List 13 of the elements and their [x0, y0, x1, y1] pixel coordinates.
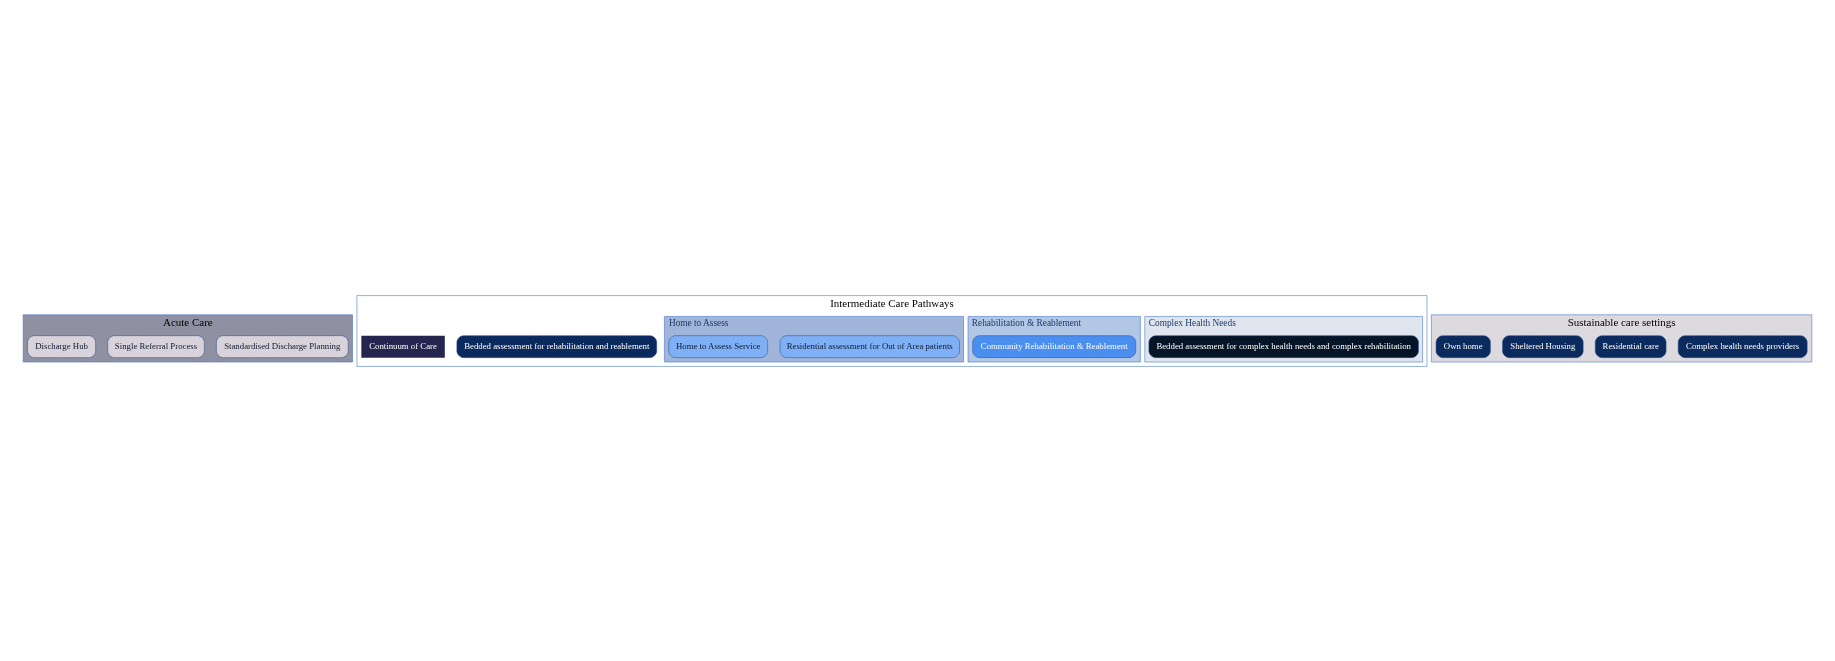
node-box: Sheltered Housing: [1502, 334, 1584, 358]
node-box: Own home: [1435, 334, 1491, 358]
node-box: Discharge Hub: [27, 334, 96, 358]
node-box: Residential assessment for Out of Area patients: [779, 334, 960, 358]
node-box: Home to Assess Service: [668, 334, 768, 358]
node-box: Single Referral Process: [107, 334, 205, 358]
node-box: Standardised Discharge Planning: [216, 334, 349, 358]
node-box: Bedded assessment for rehabilitation and reablement: [456, 334, 657, 358]
node-box: Community Rehabilitation & Reablement: [972, 334, 1136, 358]
node-box: Complex health needs providers: [1677, 334, 1808, 358]
node-box: Bedded assessment for complex health needs and complex rehabilitation: [1148, 334, 1419, 358]
node-box: Residential care: [1595, 334, 1667, 358]
label: Continuum of Care: [369, 340, 437, 351]
